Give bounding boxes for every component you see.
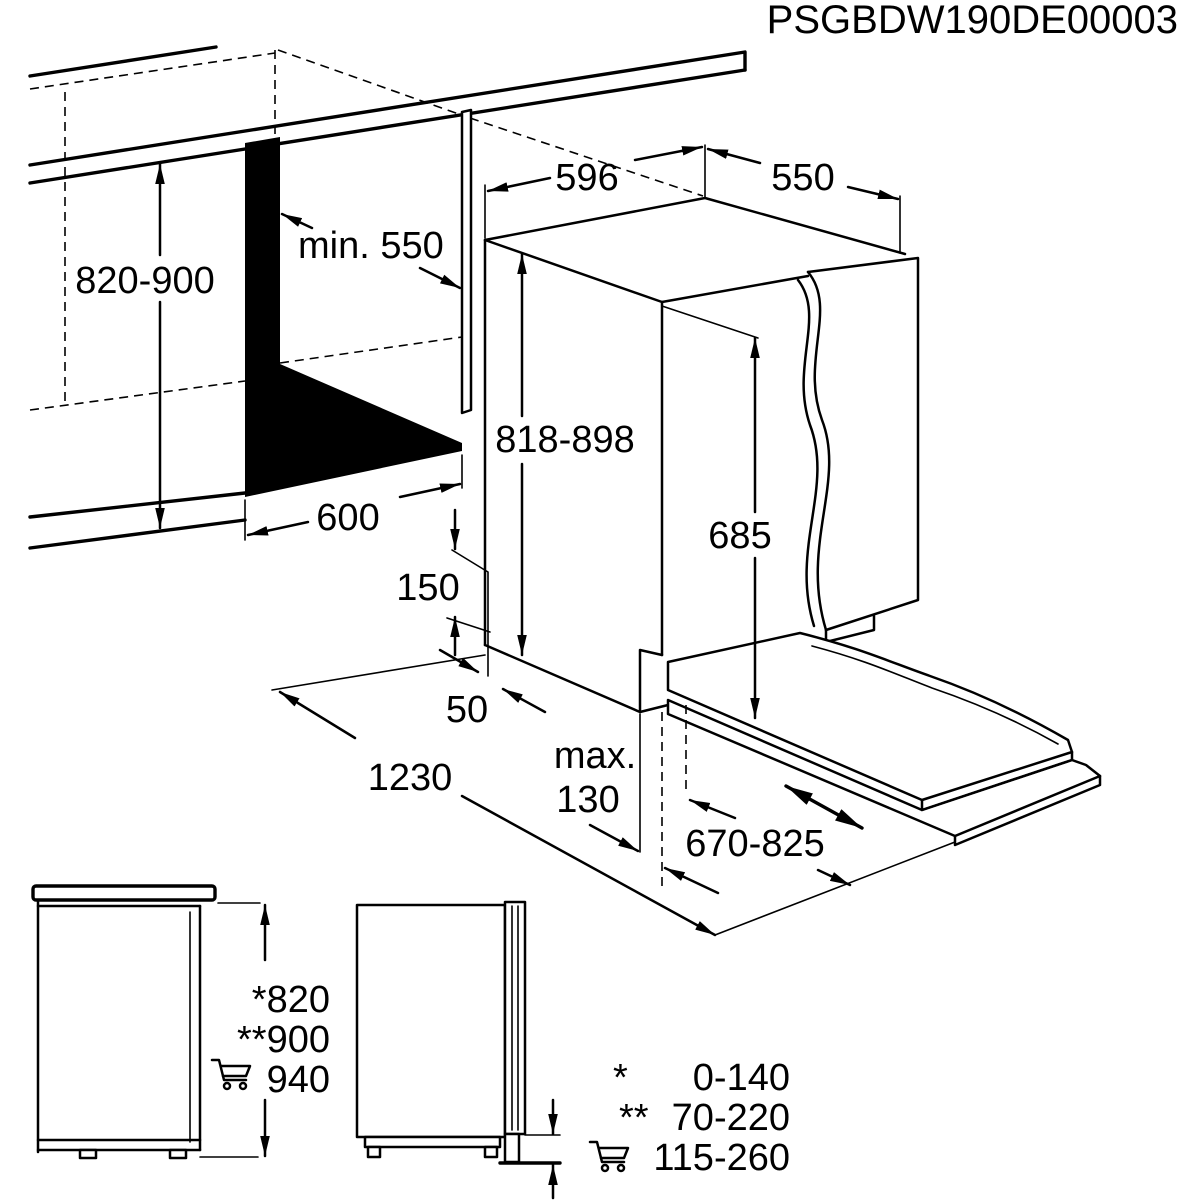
legend-value: 115-260 bbox=[653, 1137, 790, 1179]
hidden-edge bbox=[277, 49, 471, 119]
appliance-height-label: 818-898 bbox=[495, 419, 634, 461]
extension-line bbox=[714, 841, 956, 936]
cabinet-foot bbox=[168, 1148, 188, 1160]
hidden-edge bbox=[29, 52, 276, 90]
adjustment-legend: * 0-140 ** 70-220 115-260 bbox=[588, 1057, 790, 1179]
panel-range-arrow bbox=[816, 868, 852, 887]
decor-panel-wavy-edge bbox=[806, 270, 831, 632]
appliance-top-back-edges bbox=[483, 196, 907, 256]
panel-range-arrow bbox=[688, 798, 737, 820]
shopping-cart-icon bbox=[588, 1140, 630, 1173]
niche-right-panel bbox=[460, 108, 473, 415]
cabinet-foot bbox=[78, 1148, 98, 1160]
hidden-edge bbox=[469, 117, 704, 197]
hidden-edge bbox=[29, 380, 246, 411]
extension-line bbox=[271, 654, 486, 691]
open-depth-arrow bbox=[460, 794, 717, 937]
hidden-edge bbox=[279, 336, 463, 364]
open-depth-arrow bbox=[278, 690, 357, 740]
open-door-upper-plate bbox=[666, 631, 1074, 802]
max-value-label: 130 bbox=[556, 779, 619, 821]
appliance-width-arrow bbox=[633, 145, 704, 162]
niche-depth-arrow bbox=[418, 266, 462, 290]
sliding-double-arrow bbox=[784, 784, 864, 830]
appliance-plinth bbox=[363, 1135, 502, 1149]
extension-line bbox=[661, 305, 759, 339]
appliance-depth-arrow bbox=[706, 147, 762, 165]
reference-code: PSGBDW190DE00003 bbox=[767, 0, 1178, 42]
door-top-edge bbox=[660, 274, 810, 304]
open-depth-label: 1230 bbox=[368, 757, 453, 799]
niche-width-arrow bbox=[398, 482, 462, 499]
max-gap-arrow bbox=[663, 866, 720, 895]
decor-panel-foot bbox=[824, 614, 876, 644]
niche-width-label: 600 bbox=[316, 497, 379, 539]
max-gap-arrow bbox=[588, 823, 640, 853]
extension-line bbox=[451, 549, 489, 677]
plinth-height-label: 150 bbox=[396, 567, 459, 609]
side-view-middle bbox=[355, 900, 562, 1200]
niche-width-arrow bbox=[246, 520, 310, 537]
countertop-back-edge bbox=[28, 45, 218, 78]
decor-panel-wavy-edge-inner bbox=[796, 278, 819, 628]
panel-range-label: 670-825 bbox=[685, 823, 824, 865]
countertop-top-edge bbox=[28, 50, 747, 167]
open-door-upper-plate-edge bbox=[920, 750, 1074, 812]
legend-marker: * bbox=[613, 1057, 628, 1099]
appliance-width-arrow bbox=[486, 176, 552, 193]
height-cart-label: 940 bbox=[267, 1059, 330, 1101]
niche-side-and-floor bbox=[245, 137, 462, 497]
countertop bbox=[31, 884, 217, 902]
appliance-foot bbox=[366, 1145, 382, 1159]
appliance-top-left-edge bbox=[483, 238, 664, 304]
height-star-label: *820 bbox=[252, 979, 330, 1021]
plinth-setback-arrow bbox=[438, 648, 480, 674]
legend-value: 70-220 bbox=[672, 1097, 790, 1139]
plinth-setback-arrow bbox=[501, 687, 547, 714]
max-prefix-label: max. bbox=[554, 735, 636, 777]
appliance-width-label: 596 bbox=[555, 157, 618, 199]
floor-line bbox=[28, 518, 247, 550]
door-height-label: 685 bbox=[708, 515, 771, 557]
niche-height-label: 820-900 bbox=[75, 260, 214, 302]
open-door-lower-plate-edge bbox=[953, 774, 1102, 847]
extension-line bbox=[446, 617, 491, 633]
niche-depth-label: min. 550 bbox=[298, 225, 444, 267]
appliance-depth-arrow bbox=[846, 185, 900, 201]
legend-marker: ** bbox=[619, 1097, 649, 1139]
door-foot bbox=[503, 1132, 521, 1164]
legend-value: 0-140 bbox=[693, 1057, 790, 1099]
plinth-step bbox=[638, 648, 670, 714]
cabinet-bottom-edge bbox=[28, 491, 247, 519]
appliance-body bbox=[355, 903, 507, 1139]
appliance-depth-label: 550 bbox=[771, 157, 834, 199]
decor-panel-outline bbox=[806, 256, 920, 632]
niche-depth-arrow bbox=[280, 212, 314, 230]
shopping-cart-icon bbox=[210, 1058, 252, 1091]
plinth-setback-label: 50 bbox=[446, 689, 488, 731]
appliance-bottom-edge bbox=[483, 643, 642, 714]
countertop-bottom-edge bbox=[28, 68, 747, 185]
open-door-fold bbox=[811, 645, 1059, 745]
main-view: 820-900 min. 550 600 bbox=[28, 45, 1102, 937]
height-double-star-label: **900 bbox=[237, 1019, 330, 1061]
side-view-left: *820 **900 940 bbox=[31, 884, 330, 1160]
appliance-door bbox=[503, 900, 527, 1136]
appliance-foot bbox=[483, 1145, 499, 1159]
